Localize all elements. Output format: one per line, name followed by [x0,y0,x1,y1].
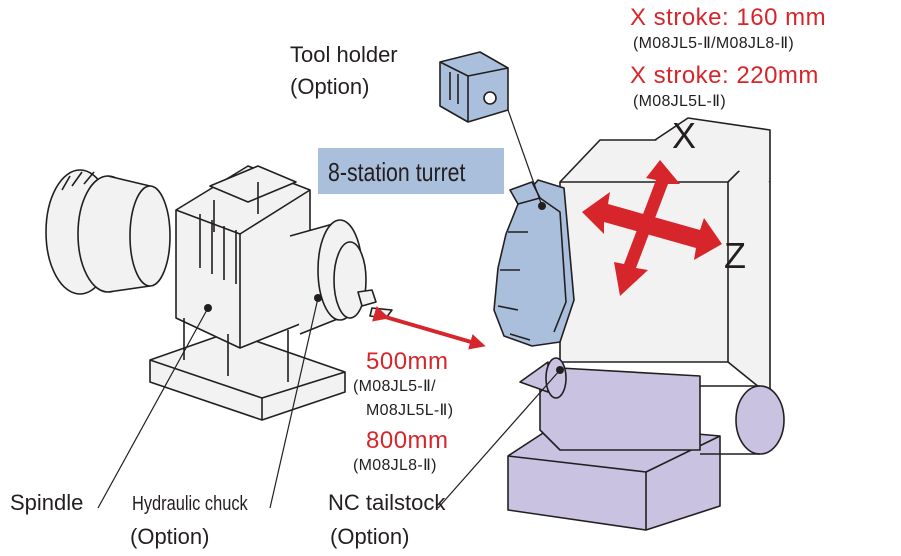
spindle-assembly [45,165,393,421]
tool-holder-label: Tool holder [290,42,398,67]
tailstock-leader-line [437,369,561,509]
x-stroke-160-models: (M08JL5-Ⅱ/M08JL8-Ⅱ) [633,35,795,52]
tool-holder [439,51,509,123]
z-stroke-arrow [372,306,486,350]
tailstock [507,357,785,531]
z-axis-label: Z [724,235,746,276]
chuck-leader-line [269,297,319,509]
hydraulic-chuck-option: (Option) [130,524,210,549]
z-stroke-800-models: (M08JL8-Ⅱ) [353,457,437,474]
z-stroke-500-models-a: (M08JL5-Ⅱ/ [353,378,436,395]
xz-cross-arrows [582,160,722,296]
nc-tailstock-label: NC tailstock [328,490,446,515]
turret-slide-block [559,117,771,397]
z-stroke-500-label: 500mm [366,348,449,375]
turret [493,179,575,347]
spindle-label: Spindle [10,490,84,515]
tool-holder-option: (Option) [290,74,370,99]
tool-holder-leader-line [507,109,543,207]
hydraulic-chuck-label: Hydraulic chuck [132,493,248,515]
nc-tailstock-option: (Option) [330,524,410,549]
x-stroke-160-label: X stroke: 160 mm [630,4,827,31]
z-stroke-800-label: 800mm [366,427,449,454]
turret-label-box: 8-station turret [318,148,504,194]
spindle-leader-line [97,307,209,509]
x-stroke-220-models: (M08JL5L-Ⅱ) [633,93,726,110]
x-stroke-220-label: X stroke: 220mm [630,62,819,89]
turret-label: 8-station turret [328,157,466,187]
z-stroke-500-models-b: M08JL5L-Ⅱ) [366,402,454,419]
x-axis-label: X [672,115,697,156]
